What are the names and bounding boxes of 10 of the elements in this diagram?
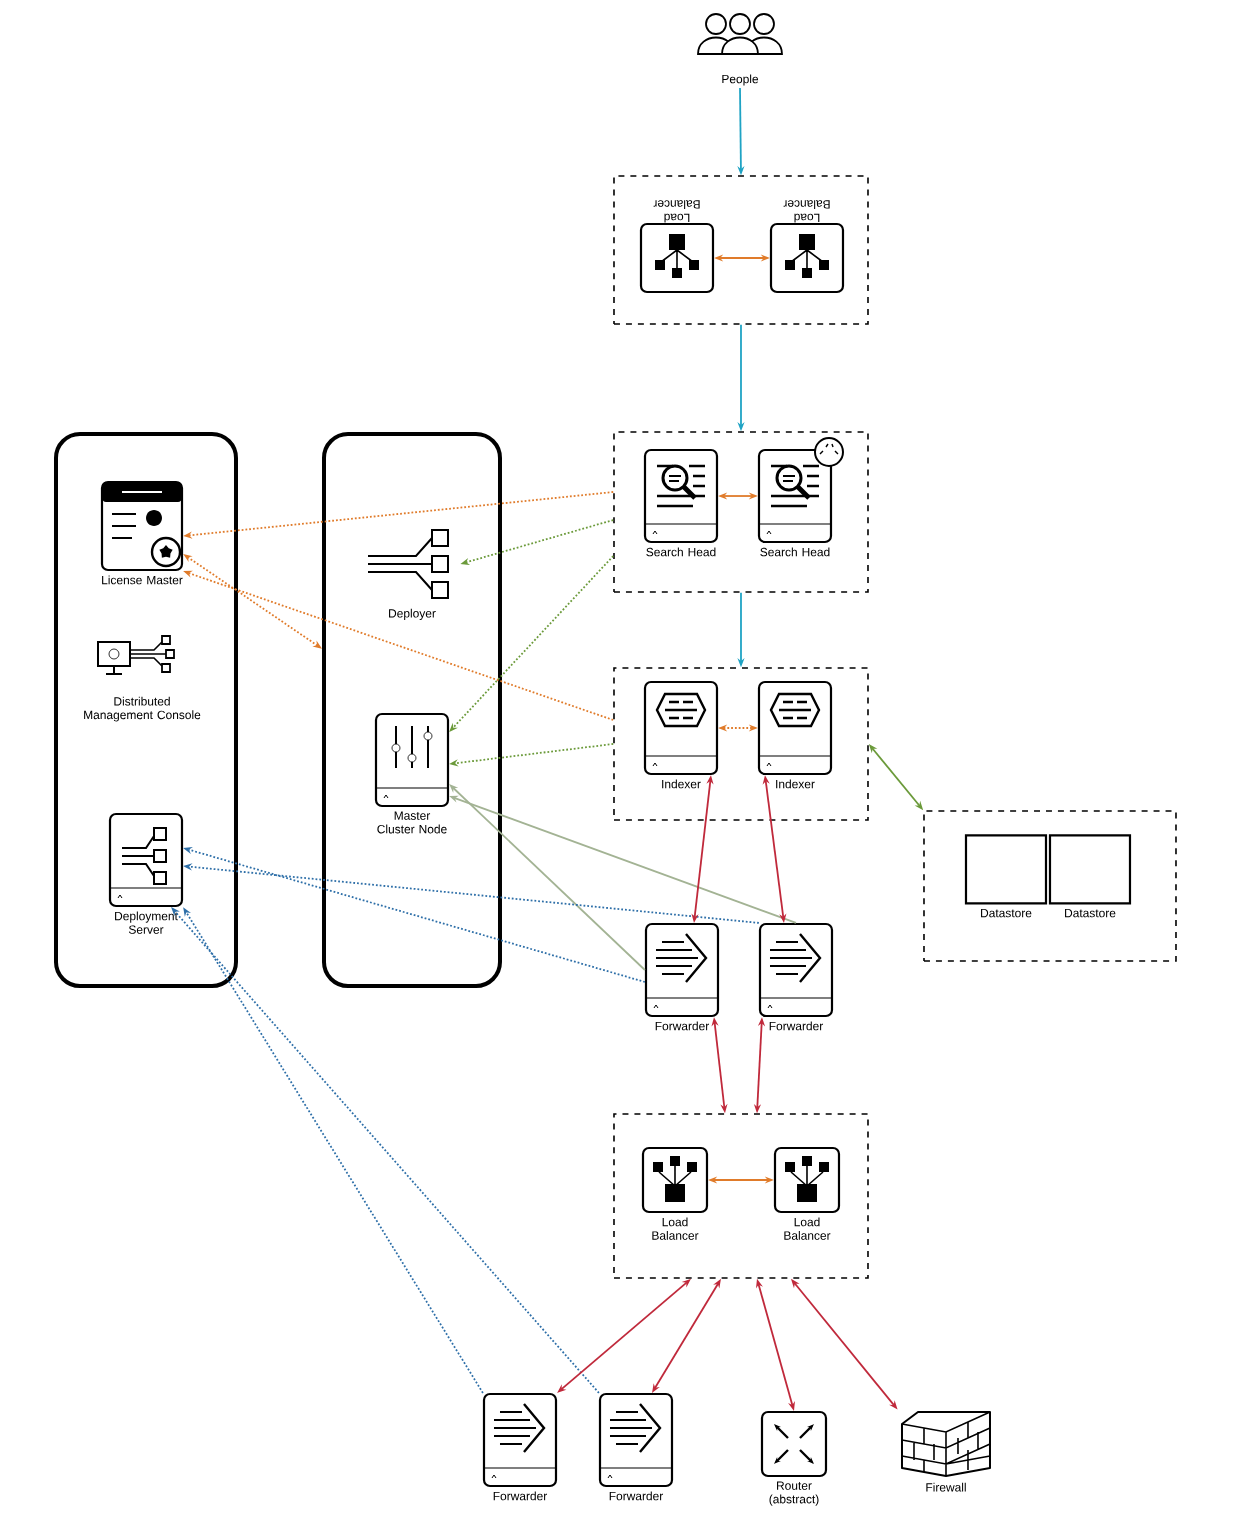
dashed-group-box — [923, 810, 1177, 962]
dashed-group-box — [613, 667, 869, 821]
arrow — [449, 784, 646, 971]
panel-frame — [322, 432, 502, 988]
arrow — [449, 555, 615, 732]
panel-frame — [54, 432, 238, 988]
dashed-group-box — [613, 431, 869, 593]
dashed-group-box — [613, 1113, 869, 1279]
arrow — [171, 907, 600, 1394]
dashed-group-box — [613, 175, 869, 325]
